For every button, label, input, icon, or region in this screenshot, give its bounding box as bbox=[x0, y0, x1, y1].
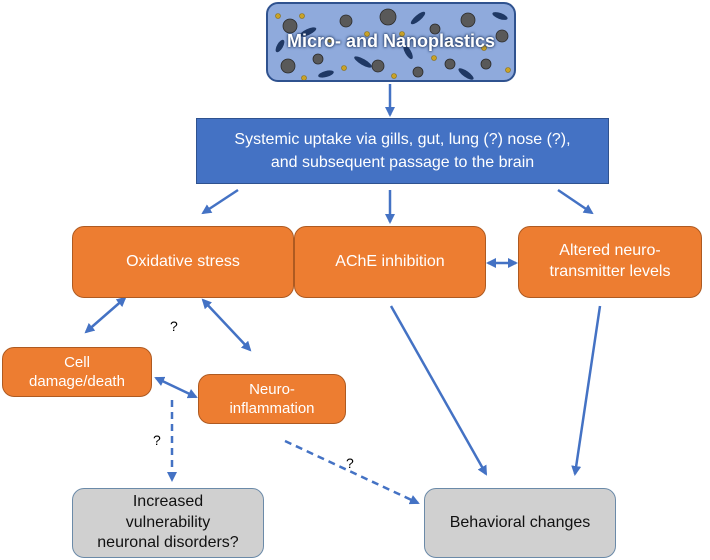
particle-pattern bbox=[275, 8, 511, 80]
micro-nanoplastics-label: Micro- and Nanoplastics bbox=[286, 31, 496, 52]
altered-neurotransmitter-line-1: Altered neuro- bbox=[559, 242, 661, 260]
vulnerability-line-3: neuronal disorders? bbox=[97, 534, 239, 552]
micro-nanoplastics-box: Micro- and Nanoplastics bbox=[266, 2, 516, 82]
arrow-oxidative-neuro bbox=[201, 298, 252, 352]
altered-neurotransmitter-box: Altered neuro- transmitter levels bbox=[518, 226, 702, 298]
vulnerability-line-2: vulnerability bbox=[125, 513, 211, 531]
increased-vulnerability-box: Increased vulnerability neuronal disorde… bbox=[72, 488, 264, 558]
systemic-uptake-box: Systemic uptake via gills, gut, lung (?)… bbox=[196, 118, 609, 184]
oxidative-stress-box: Oxidative stress bbox=[72, 226, 294, 298]
cell-damage-line-1: Cell bbox=[64, 353, 90, 371]
cell-damage-line-2: damage/death bbox=[29, 373, 125, 390]
ache-inhibition-box: AChE inhibition bbox=[294, 226, 486, 298]
arrow-altered-to-behavior bbox=[571, 305, 602, 476]
question-mark-cell-vulnerability: ? bbox=[153, 432, 161, 448]
question-mark-oxidative: ? bbox=[170, 318, 178, 334]
altered-neurotransmitter-line-2: transmitter levels bbox=[549, 263, 671, 280]
ache-inhibition-label: AChE inhibition bbox=[335, 252, 445, 270]
neuroinflammation-box: Neuro- inflammation bbox=[198, 374, 346, 424]
cell-damage-box: Cell damage/death bbox=[2, 347, 152, 397]
behavioral-changes-label: Behavioral changes bbox=[449, 513, 591, 531]
neuroinflammation-line-1: Neuro- bbox=[249, 380, 295, 398]
neuroinflammation-line-2: inflammation bbox=[229, 400, 315, 417]
arrow-inflammation-to-behavior bbox=[284, 439, 420, 505]
uptake-line-2: and subsequent passage to the brain bbox=[270, 154, 535, 171]
arrow-uptake-to-altered bbox=[557, 188, 594, 215]
behavioral-changes-box: Behavioral changes bbox=[424, 488, 616, 558]
vulnerability-line-1: Increased bbox=[132, 492, 204, 510]
uptake-line-1: Systemic uptake via gills, gut, lung (?)… bbox=[234, 130, 571, 148]
arrow-ache-to-behavior bbox=[389, 305, 488, 476]
arrow-oxidative-cell bbox=[84, 296, 127, 334]
arrow-cell-neuro bbox=[154, 376, 198, 399]
oxidative-stress-label: Oxidative stress bbox=[126, 252, 240, 270]
question-mark-inflammation-behavior: ? bbox=[346, 455, 354, 471]
arrow-uptake-to-oxidative bbox=[201, 188, 239, 215]
